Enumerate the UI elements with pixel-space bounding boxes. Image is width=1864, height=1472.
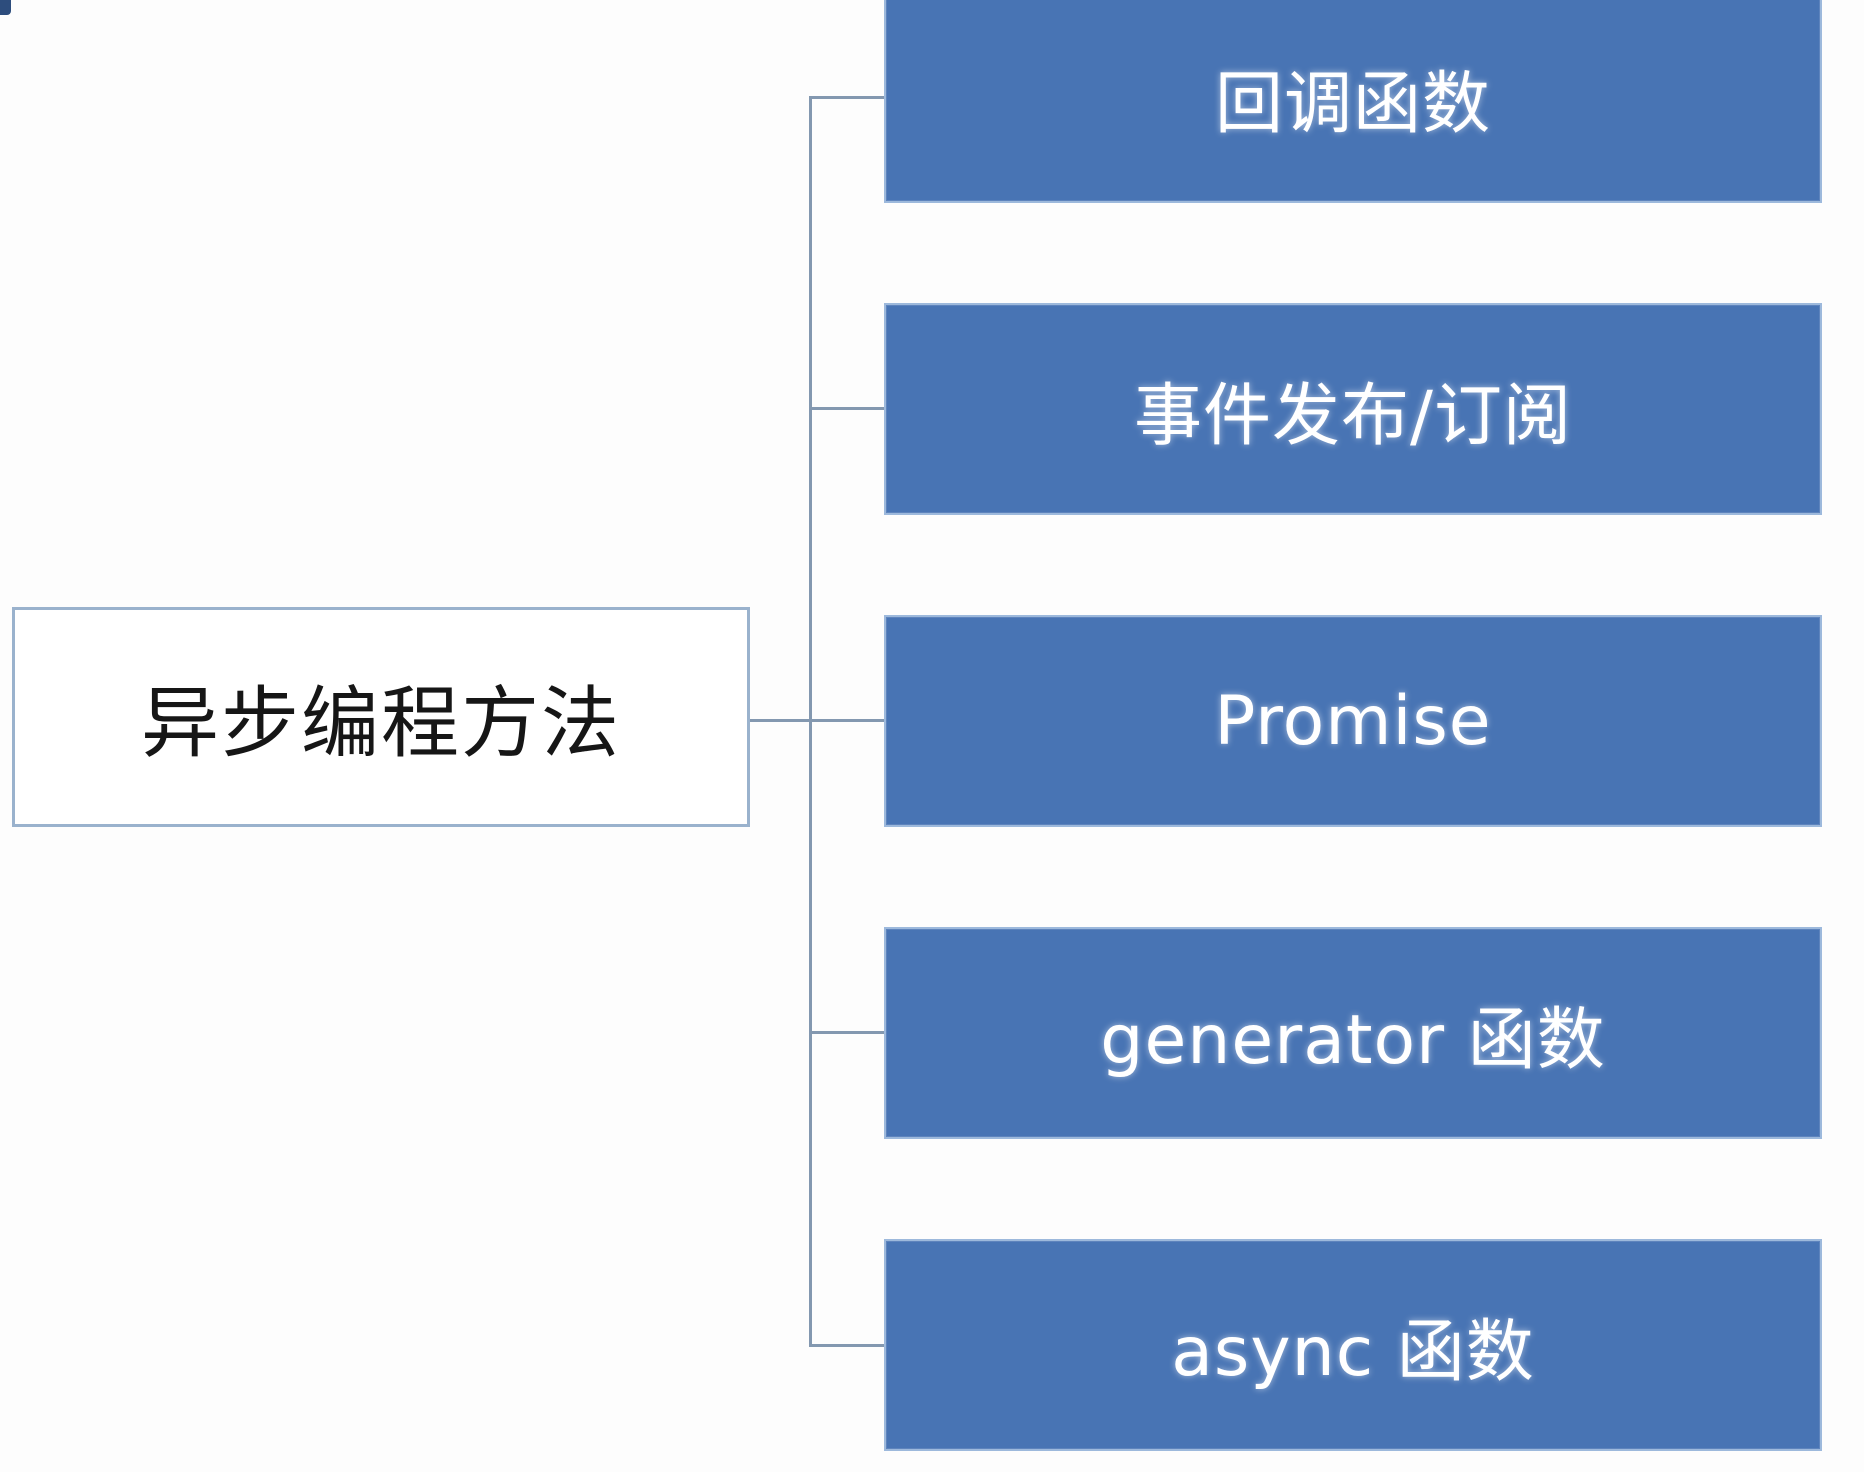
- node-label: 事件发布/订阅: [1134, 376, 1572, 456]
- corner-decoration: [0, 0, 11, 15]
- root-node-async-programming-methods: 异步编程方法: [12, 607, 750, 827]
- node-event-publish-subscribe: 事件发布/订阅: [884, 303, 1822, 515]
- node-generator-function: generator 函数: [884, 927, 1822, 1139]
- connector-branch-callback: [809, 96, 884, 99]
- node-label: Promise: [1214, 681, 1492, 761]
- connector-branch-event-pubsub: [809, 407, 884, 410]
- connector-branch-promise: [750, 719, 884, 722]
- connector-branch-async: [809, 1344, 884, 1347]
- connector-branch-generator: [809, 1031, 884, 1034]
- node-callback-function: 回调函数: [884, 0, 1822, 203]
- node-async-function: async 函数: [884, 1239, 1822, 1451]
- node-label: generator 函数: [1100, 1000, 1606, 1080]
- node-promise: Promise: [884, 615, 1822, 827]
- node-label: 回调函数: [1214, 64, 1491, 144]
- root-node-label: 异步编程方法: [140, 679, 621, 769]
- node-label: async 函数: [1171, 1312, 1535, 1392]
